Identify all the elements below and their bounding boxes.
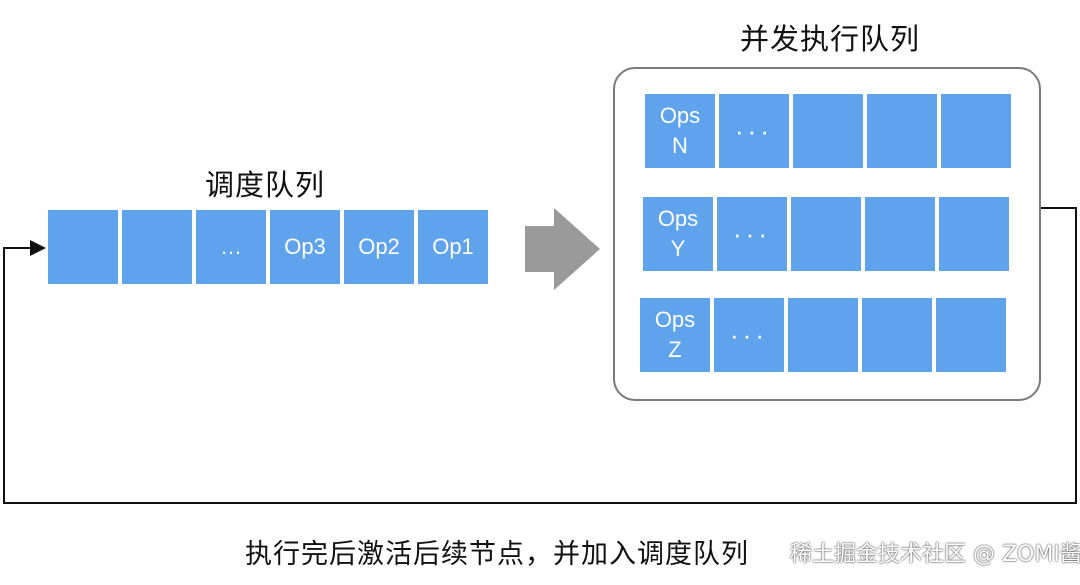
- footer-caption: 执行完后激活后续节点，并加入调度队列: [245, 539, 749, 570]
- ops-y-slot: [939, 197, 1009, 271]
- ops-y-slot: [791, 197, 861, 271]
- watermark: 稀土掘金技术社区 @ ZOMI酱: [790, 542, 1080, 567]
- ops-z-dots-box: ···: [714, 298, 784, 372]
- scheduling-queue-slot-op1: Op1: [418, 210, 488, 284]
- ops-z-slot: [936, 298, 1006, 372]
- ops-y-slot: [865, 197, 935, 271]
- transfer-arrow-icon: [525, 208, 600, 290]
- ops-n-dots-box: ···: [719, 94, 789, 168]
- scheduling-queue-slot: [122, 210, 192, 284]
- ops-y-dots-box: ···: [717, 197, 787, 271]
- feedback-arrowhead: [30, 240, 46, 256]
- scheduling-queue-title: 调度队列: [205, 168, 326, 202]
- scheduling-queue-slot-op3: Op3: [270, 210, 340, 284]
- scheduling-queue-slot-op2: Op2: [344, 210, 414, 284]
- scheduling-queue-slot: [48, 210, 118, 284]
- ops-z-slot: [862, 298, 932, 372]
- ops-z-slot: [788, 298, 858, 372]
- scheduling-queue-slot: …: [196, 210, 266, 284]
- ops-n-slot: [867, 94, 937, 168]
- ops-n-slot: [941, 94, 1011, 168]
- concurrent-queue-title: 并发执行队列: [740, 22, 921, 56]
- ops-n-slot: [793, 94, 863, 168]
- feedback-loop-line: [3, 207, 1077, 504]
